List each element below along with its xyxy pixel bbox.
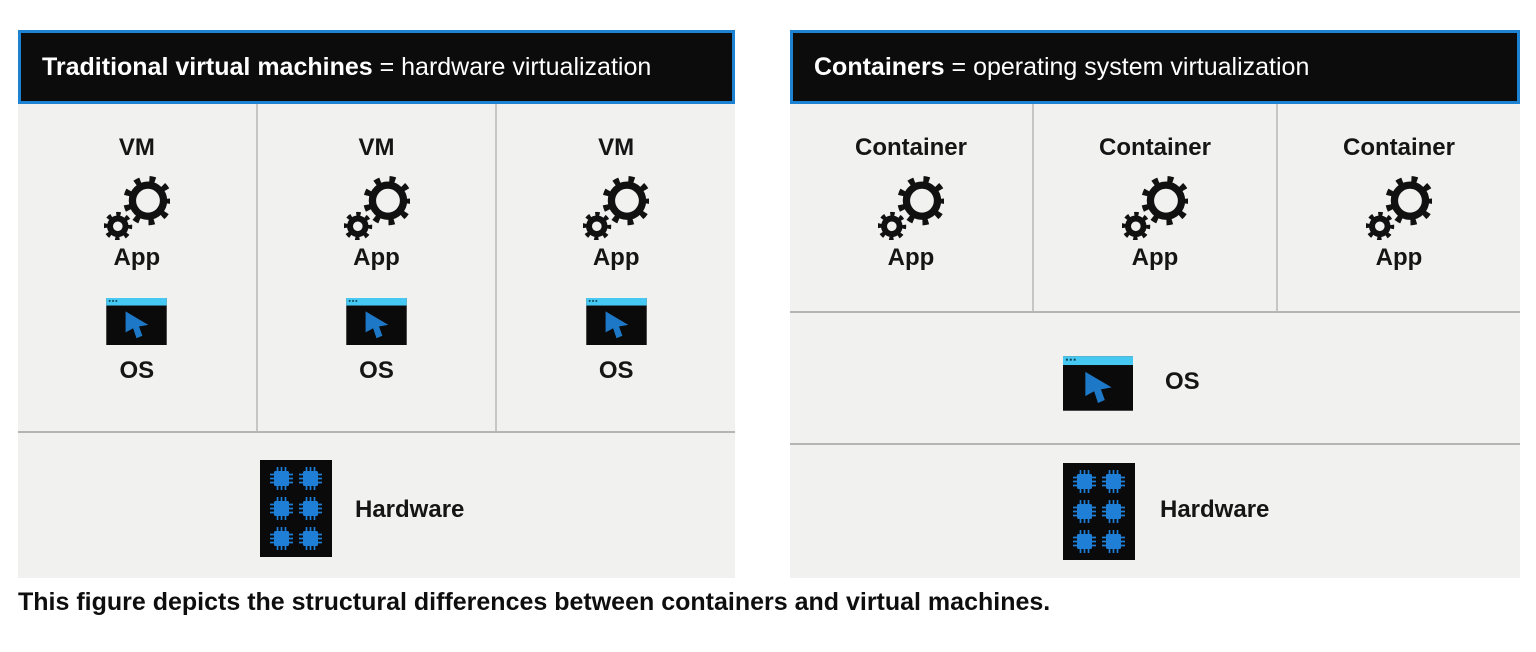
os-label: OS xyxy=(359,357,394,384)
vm-hardware-row: Hardware xyxy=(18,433,735,578)
container-column-3: Container App xyxy=(1276,104,1520,311)
gears-icon xyxy=(344,176,410,240)
container-columns: Container App Container App Container Ap… xyxy=(790,104,1520,313)
cpu-chip-grid-icon xyxy=(260,460,332,557)
gears-icon xyxy=(1122,176,1188,240)
gears-icon xyxy=(583,176,649,240)
figure-caption: This figure depicts the structural diffe… xyxy=(18,588,1051,616)
vm-label: VM xyxy=(598,134,635,161)
vm-header-subtitle: = hardware virtualization xyxy=(372,52,652,81)
vm-label: VM xyxy=(358,134,395,161)
container-label: Container xyxy=(854,134,967,161)
app-label: App xyxy=(1375,244,1423,271)
vm-panel: Traditional virtual machines = hardware … xyxy=(18,30,735,578)
os-window-cursor-icon xyxy=(346,298,407,345)
containers-panel-header: Containers = operating system virtualiza… xyxy=(790,30,1520,104)
container-label: Container xyxy=(1342,134,1455,161)
app-label: App xyxy=(353,244,400,271)
containers-header-title: Containers xyxy=(814,52,945,81)
gears-icon xyxy=(1366,176,1432,240)
hardware-label: Hardware xyxy=(1160,496,1270,523)
os-label: OS xyxy=(119,357,155,384)
container-label: Container xyxy=(1098,134,1211,161)
os-label: OS xyxy=(598,357,634,384)
vm-panel-header: Traditional virtual machines = hardware … xyxy=(18,30,735,104)
containers-hardware-row: Hardware xyxy=(790,445,1520,578)
app-label: App xyxy=(592,244,640,271)
vm-label: VM xyxy=(118,134,155,161)
app-label: App xyxy=(113,244,161,271)
containers-panel: Containers = operating system virtualiza… xyxy=(790,30,1520,578)
vm-panel-body: VM App OS VM App OS VM App OS xyxy=(18,104,735,578)
container-column-2: Container App xyxy=(1032,104,1276,311)
hardware-label: Hardware xyxy=(355,496,465,523)
cpu-chip-grid-icon xyxy=(1063,463,1135,560)
os-window-cursor-icon xyxy=(1063,356,1133,411)
vm-header-title: Traditional virtual machines xyxy=(42,52,373,81)
os-window-cursor-icon xyxy=(585,298,647,345)
app-label: App xyxy=(1131,244,1179,271)
containers-header-subtitle: = operating system virtualization xyxy=(944,52,1310,81)
vm-columns: VM App OS VM App OS VM App OS xyxy=(18,104,735,433)
gears-icon xyxy=(878,176,944,240)
app-label: App xyxy=(887,244,935,271)
vm-column-2: VM App OS xyxy=(255,104,496,431)
gears-icon xyxy=(104,176,170,240)
os-window-cursor-icon xyxy=(106,298,168,345)
os-label: OS xyxy=(1165,368,1200,395)
containers-os-row: OS xyxy=(790,313,1520,445)
containers-panel-body: Container App Container App Container Ap… xyxy=(790,104,1520,578)
container-column-1: Container App xyxy=(790,104,1032,311)
vm-column-1: VM App OS xyxy=(18,104,256,431)
vm-column-3: VM App OS xyxy=(495,104,735,431)
